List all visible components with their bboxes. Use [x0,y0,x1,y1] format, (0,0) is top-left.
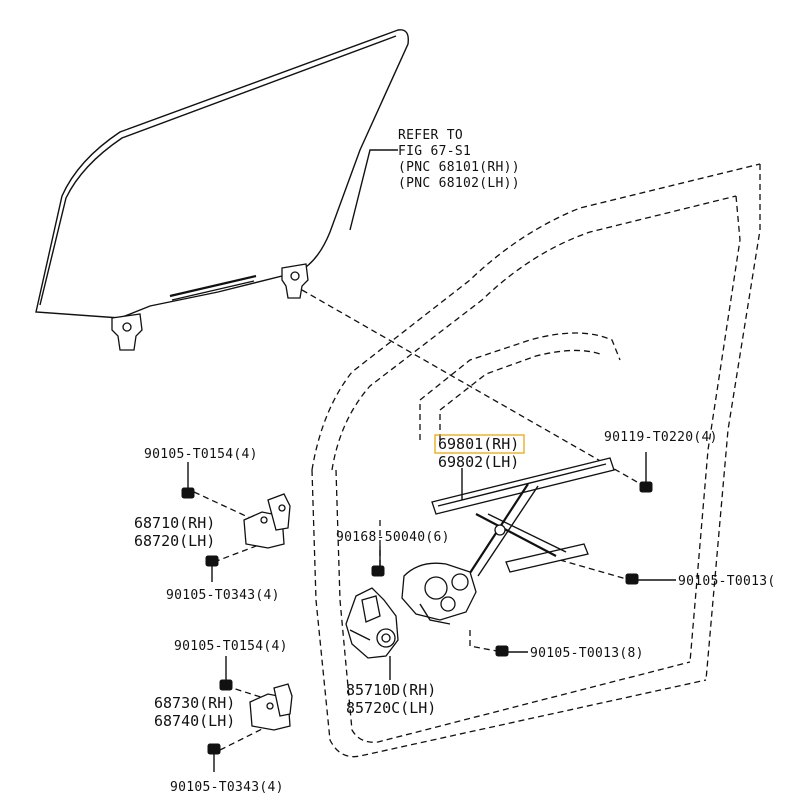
refer-line-1: REFER TO [398,128,463,143]
part-label-lower-hinge-bolt-bottom[interactable]: 90105-T0343(4) [170,780,284,795]
part-label-motor-lh[interactable]: 85720C(LH) [346,699,436,717]
part-label-upper-hinge-bolt-top[interactable]: 90105-T0154(4) [144,447,258,462]
part-label-bolt-lower-right[interactable]: 90105-T0013(8) [530,646,644,661]
part-label-screw-center[interactable]: 90168-50040(6) [336,530,450,545]
label-leaders [349,149,676,680]
part-label-bolt-upper-right[interactable]: 90119-T0220(4) [604,430,718,445]
part-label-regulator-lh[interactable]: 69802(LH) [438,453,519,471]
refer-line-2: FIG 67-S1 [398,144,471,159]
part-label-motor-rh[interactable]: 85710D(RH) [346,681,436,699]
upper-hinge [243,493,291,549]
part-label-upper-hinge-rh[interactable]: 68710(RH) [134,514,215,532]
door-frame [311,163,761,758]
bolt-icon [205,555,219,582]
refer-note: REFER TO FIG 67-S1 (PNC 68101(RH)) (PNC … [398,128,520,191]
part-label-upper-hinge-lh[interactable]: 68720(LH) [134,532,215,550]
part-label-lower-hinge-rh[interactable]: 68730(RH) [154,694,235,712]
lower-hinge [249,683,293,731]
bolt-icon [371,565,385,577]
bolt-icon [625,573,639,585]
part-label-regulator-rh[interactable]: 69801(RH) [438,435,519,453]
bolt-icon [219,656,233,691]
regulator-motor [345,587,399,659]
refer-line-4: (PNC 68102(LH)) [398,176,520,191]
bolt-icon [639,452,653,493]
refer-line-3: (PNC 68101(RH)) [398,160,520,175]
bolt-icon [181,462,195,499]
part-label-lower-hinge-lh[interactable]: 68740(LH) [154,712,235,730]
part-label-bolt-mid-right[interactable]: 90105-T0013( [678,574,776,589]
door-glass [35,29,409,351]
bolt-icon [207,743,221,772]
highlight-box [434,434,525,454]
bolts [181,452,653,772]
part-label-upper-hinge-bolt-bottom[interactable]: 90105-T0343(4) [166,588,280,603]
part-label-lower-hinge-bolt-top[interactable]: 90105-T0154(4) [174,639,288,654]
bolt-icon [495,645,509,657]
window-regulator [401,457,615,625]
